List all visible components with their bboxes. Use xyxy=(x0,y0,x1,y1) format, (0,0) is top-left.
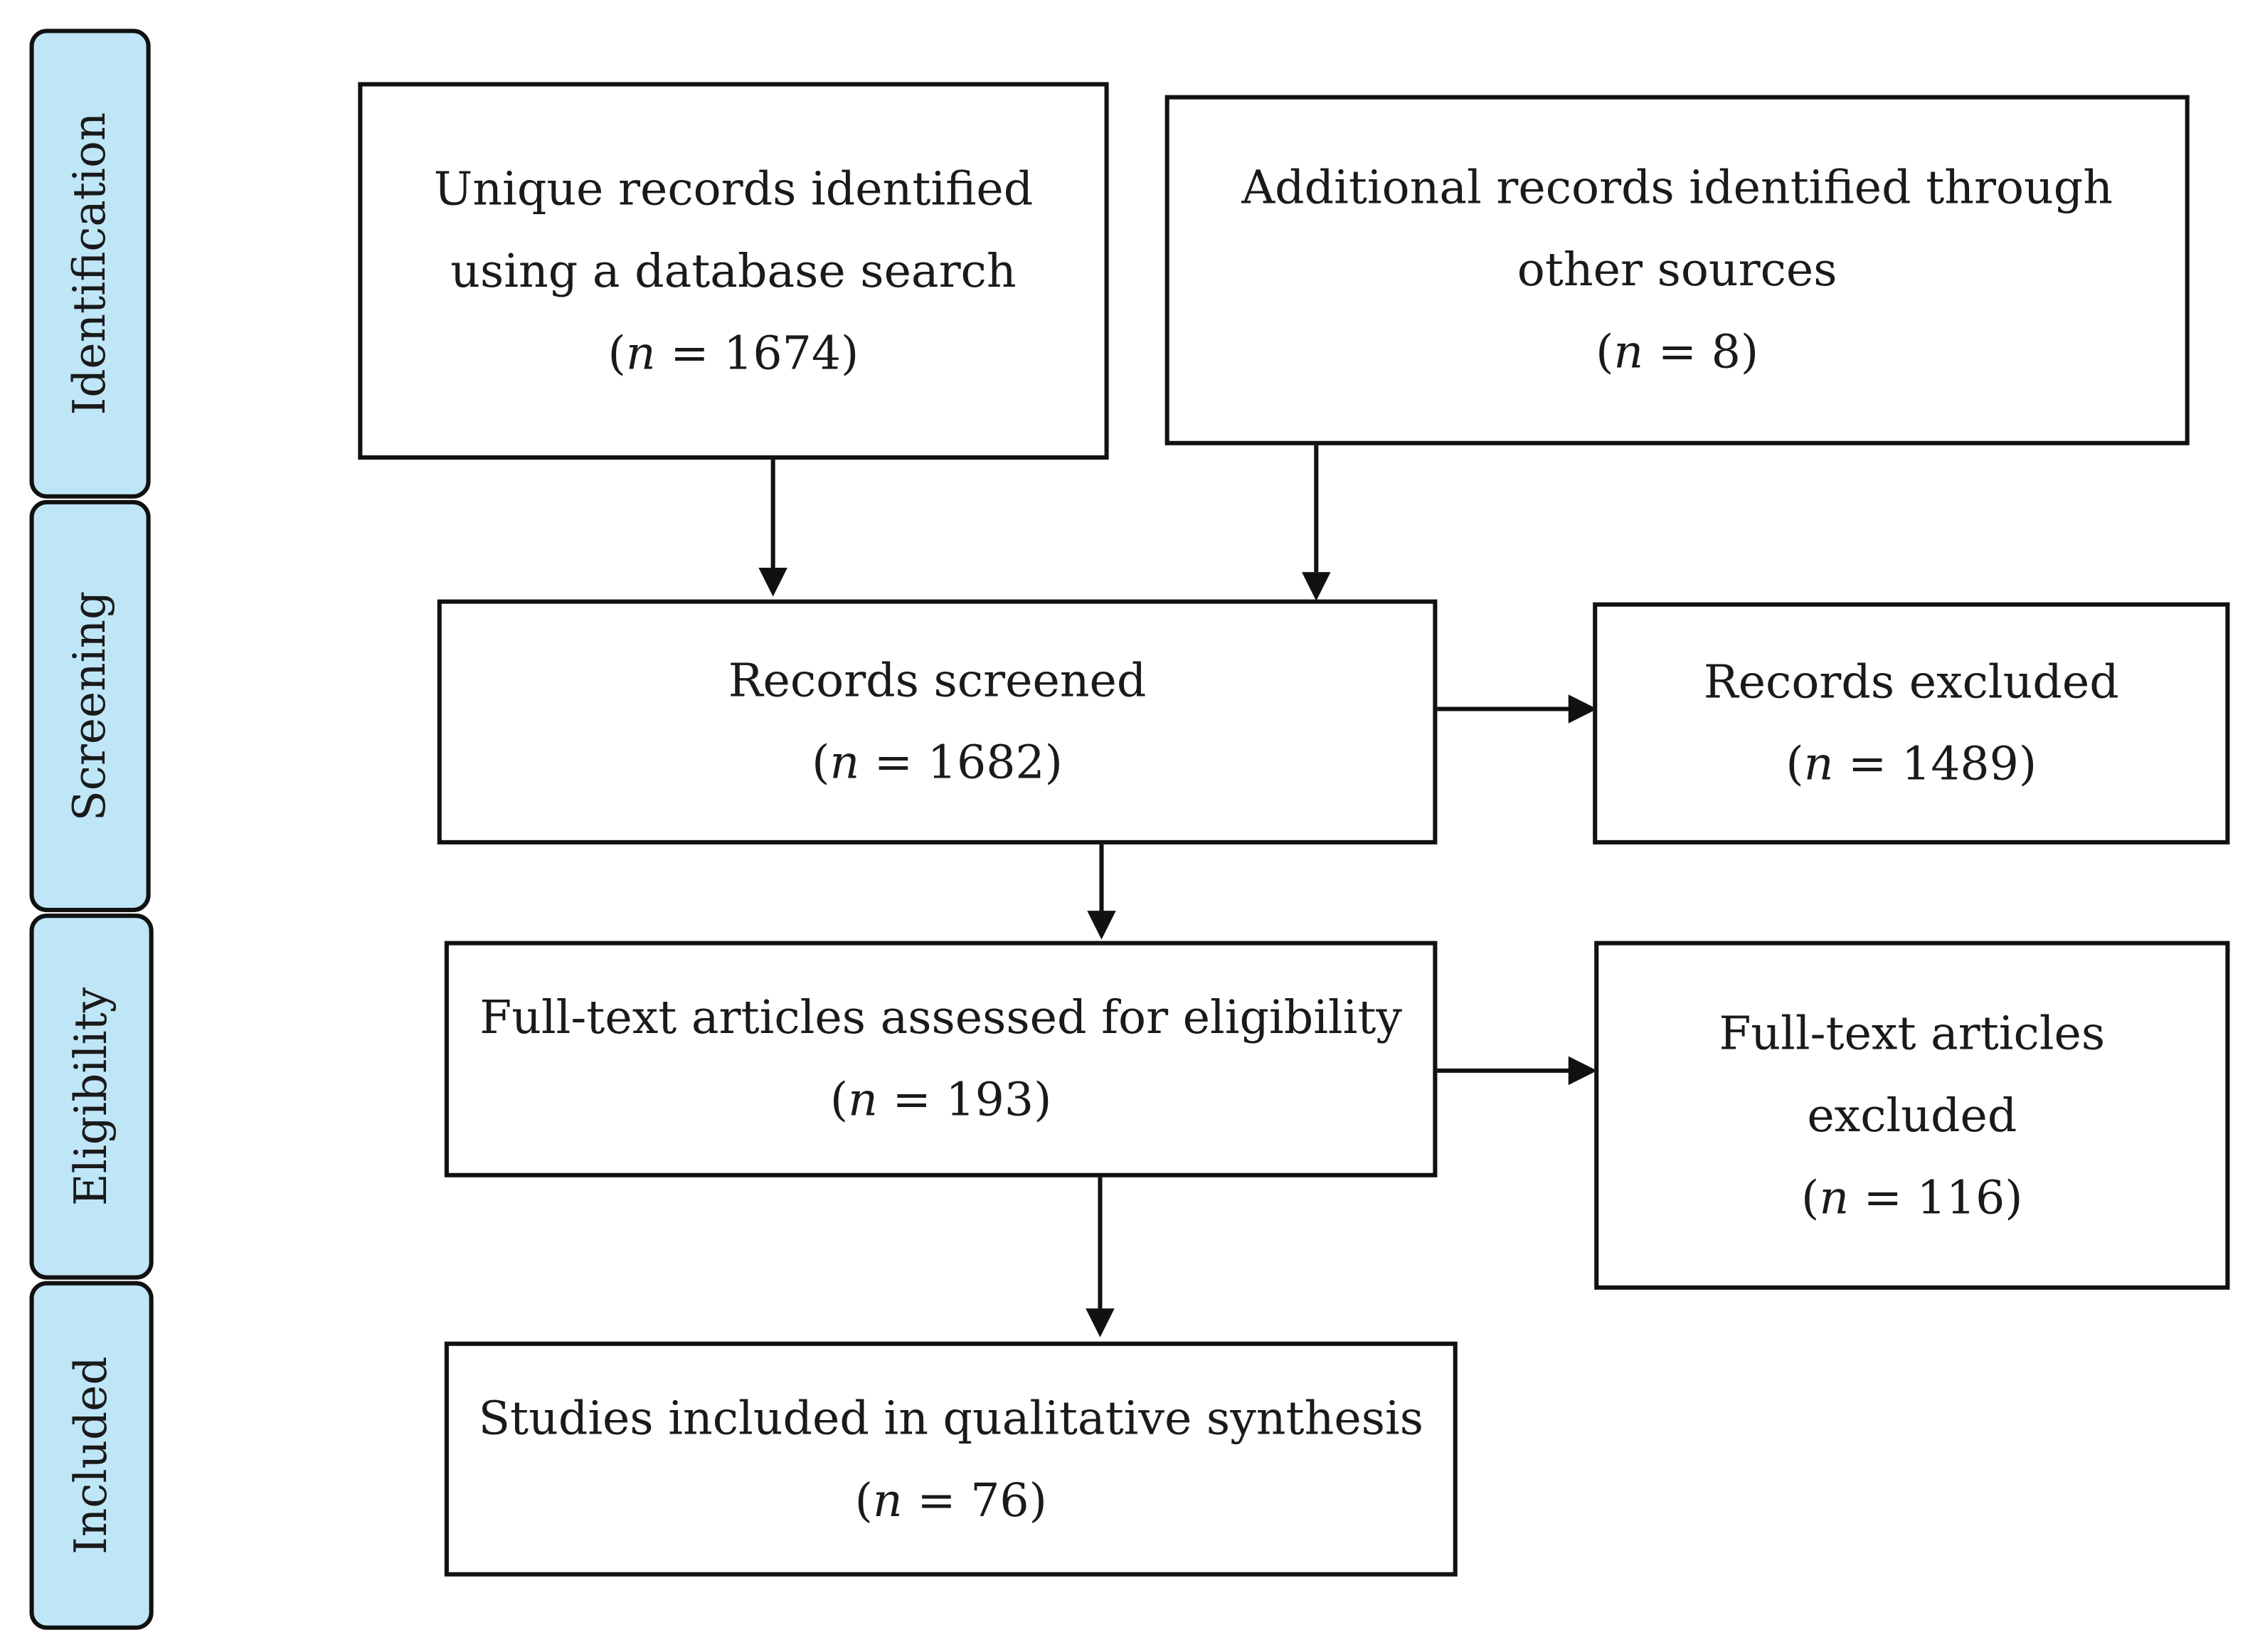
box-database-records: Unique records identified using a databa… xyxy=(358,82,1109,460)
box-fulltext-line-1: Full-text articles assessed for eligibil… xyxy=(479,990,1403,1045)
flow-arrows xyxy=(758,443,1598,1338)
arrowhead-fulltext-excluded xyxy=(1568,1056,1598,1086)
box-included-line-1: Studies included in qualitative synthesi… xyxy=(478,1389,1423,1445)
box-records-screened: Records screened (n = 1682) xyxy=(437,599,1438,844)
prisma-flow-diagram: Identification Screening Eligibility Inc… xyxy=(1,3,2260,1646)
box-included-count: (n = 76) xyxy=(854,1471,1047,1527)
box-fulltext-excluded-line-2: excluded xyxy=(1807,1087,2017,1143)
arrowhead-screen-excluded xyxy=(1568,694,1598,724)
box-fulltext-excluded-count: (n = 116) xyxy=(1801,1169,2023,1224)
arrowhead-included xyxy=(1086,1308,1115,1338)
box-database-line-2: using a database search xyxy=(450,243,1017,298)
phase-identification: Identification xyxy=(29,28,151,499)
box-other-line-2: other sources xyxy=(1517,242,1837,297)
box-other-sources: Additional records identified through ot… xyxy=(1165,95,2190,445)
phase-screening: Screening xyxy=(29,499,151,913)
box-fulltext-count: (n = 193) xyxy=(829,1071,1052,1127)
box-screen-excluded-count: (n = 1489) xyxy=(1786,736,2037,791)
arrowhead-database xyxy=(758,567,787,597)
box-records-excluded: Records excluded (n = 1489) xyxy=(1593,602,2230,844)
box-other-count: (n = 8) xyxy=(1596,324,1759,379)
box-database-count: (n = 1674) xyxy=(608,324,859,380)
box-screen-excluded-line-1: Records excluded xyxy=(1703,654,2119,709)
box-fulltext-excluded-line-1: Full-text articles xyxy=(1719,1005,2106,1060)
box-fulltext-excluded: Full-text articles excluded (n = 116) xyxy=(1594,941,2230,1290)
box-fulltext-assessed: Full-text articles assessed for eligibil… xyxy=(444,941,1438,1177)
arrowhead-fulltext xyxy=(1087,911,1116,940)
box-database-line-1: Unique records identified xyxy=(433,160,1034,216)
box-studies-included: Studies included in qualitative synthesi… xyxy=(444,1341,1458,1577)
phase-included: Included xyxy=(29,1281,154,1630)
box-screened-count: (n = 1682) xyxy=(812,734,1063,790)
phase-eligibility: Eligibility xyxy=(29,914,154,1280)
box-screened-line-1: Records screened xyxy=(728,652,1147,708)
box-other-line-1: Additional records identified through xyxy=(1241,159,2113,215)
arrowhead-other xyxy=(1302,572,1331,601)
